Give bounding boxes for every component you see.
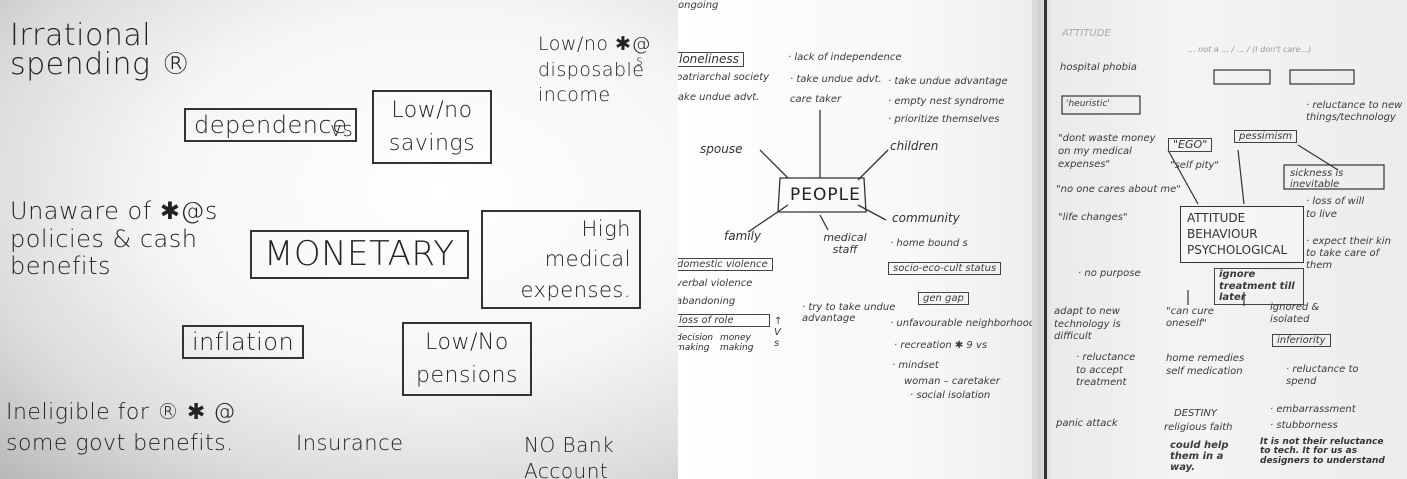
unaware-policies-note: Unaware of ✱@s policies & cash benefits [10, 198, 230, 281]
no-purpose-note: · no purpose [1078, 268, 1141, 279]
self-pity: "self pity" [1170, 160, 1219, 171]
low-disposable-income-note: Low/no ✱@ disposable income [538, 32, 658, 109]
take-undue-advantage: · take undue advantage [888, 76, 1008, 87]
woman-caretaker: woman – caretaker [904, 376, 1000, 387]
can-cure-oneself: "can cure oneself" [1166, 306, 1222, 330]
medical-staff-label: medical staff [822, 232, 868, 256]
reluctance-new-tech: · reluctance to new things/technology [1306, 100, 1406, 124]
top-note: ongoing [678, 0, 718, 11]
social-isolation: · social isolation [910, 390, 990, 401]
embarrassment-note: · embarrassment [1270, 404, 1356, 415]
community-label: community [892, 212, 960, 225]
socio-eco-status-box: socio-eco-cult status [888, 262, 1001, 275]
home-remedies-note: home remedies self medication [1166, 352, 1246, 378]
ineligible-govt-benefits-note: Ineligible for ® ✱ @ some govt benefits. [6, 398, 266, 460]
reluctance-spend-note: · reluctance to spend [1286, 364, 1376, 388]
psychological-title: PSYCHOLOGICAL [1187, 242, 1297, 258]
adapt-new-tech-note: adapt to new technology is difficult [1054, 306, 1144, 344]
abandoning: abandoning [678, 296, 735, 307]
people-mindmap-panel: ongoing loneliness patriarchal society t… [678, 0, 1032, 479]
unfavourable-neighborhood: · unfavourable neighborhood [890, 318, 1032, 329]
take-undue-advt-left: take undue advt. [678, 92, 759, 103]
not-their-reluctance-note: It is not their reluctance to tech. It f… [1260, 438, 1394, 466]
mindset-note: · mindset [892, 360, 939, 371]
ignored-isolated: ignored & isolated [1270, 302, 1334, 326]
recreation-note: · recreation ✱ 9 vs [894, 340, 987, 351]
no-bank-account-note: NO Bank Account [524, 432, 644, 479]
decision-making: decision making [678, 334, 716, 354]
lack-of-independence: · lack of independence [788, 52, 902, 63]
vs-label: vs [330, 118, 353, 140]
heuristic-box: 'heuristic' [1066, 100, 1110, 110]
domestic-violence-box: domestic violence [678, 258, 773, 271]
inferiority-box: inferiority [1272, 334, 1331, 347]
empty-nest-syndrome: · empty nest syndrome [888, 96, 1004, 107]
patriarchal-society: patriarchal society [678, 72, 769, 83]
monetary-sketch-panel: Irrational spending ® dependence vs Low/… [0, 0, 678, 479]
low-no-savings-box: Low/no savings [372, 90, 492, 164]
verbal-violence: verbal violence [678, 278, 752, 289]
stubborness-note: · stubborness [1270, 420, 1338, 431]
try-to-take-note: · try to take undue advantage [802, 302, 902, 324]
monetary-central-box: MONETARY [250, 230, 469, 279]
attitude-sketch-panel: ATTITUDE ... not a ... / ... / (I don't … [1038, 0, 1407, 479]
life-changes-note: "life changes" [1058, 212, 1128, 223]
gen-gap-box: gen gap [918, 292, 969, 305]
family-label: family [724, 230, 761, 243]
could-help-note: could help them in a way. [1170, 440, 1234, 473]
faint-top-note: ... not a ... / ... / (I don't care...) [1188, 46, 1311, 55]
reluctance-accept-note: · reluctance to accept treatment [1076, 352, 1146, 390]
care-taker: care taker [790, 94, 841, 105]
ignore-treatment-box: ignore treatment till later [1214, 268, 1304, 305]
loss-of-role-box: loss of role [678, 314, 770, 327]
hospital-phobia: hospital phobia [1060, 62, 1137, 73]
arrows-vs-mark: ↑ V s [774, 316, 788, 349]
attitude-central-box: ATTITUDE BEHAVIOUR PSYCHOLOGICAL [1180, 206, 1304, 263]
high-medical-expenses-box: High medical expenses. [481, 210, 641, 309]
attitude-faint-header: ATTITUDE [1062, 28, 1111, 39]
religious-faith-note: religious faith [1164, 422, 1232, 433]
loss-of-will-note: · loss of will to live [1306, 196, 1376, 221]
no-one-cares-note: "no one cares about me" [1056, 184, 1181, 195]
ego-box: "EGO" [1168, 138, 1212, 152]
take-undue-advt-mid: · take undue advt. [790, 74, 882, 85]
behaviour-title: BEHAVIOUR [1187, 226, 1297, 242]
panic-attack-note: panic attack [1056, 418, 1118, 429]
spouse-label: spouse [700, 143, 742, 156]
expect-their-kin-note: · expect their kin to take care of them [1306, 236, 1402, 272]
sickness-inevitable-box: sickness is inevitable [1290, 168, 1386, 190]
dont-waste-money-note: "dont waste money on my medical expenses… [1058, 132, 1168, 171]
money-making: money making [720, 334, 760, 354]
homebound-note: · home bound s [890, 238, 968, 249]
attitude-title: ATTITUDE [1187, 210, 1297, 226]
inflation-box: inflation [182, 325, 304, 359]
destiny-note: DESTINY [1174, 408, 1217, 419]
loneliness-box: loneliness [678, 52, 744, 67]
low-no-pensions-box: Low/No pensions [402, 322, 532, 396]
pessimism-box: pessimism [1234, 130, 1297, 143]
photo-edge-line [1044, 0, 1047, 479]
insurance-note: Insurance [296, 432, 404, 455]
people-central-node: PEOPLE [790, 186, 861, 205]
prioritize-themselves: · prioritize themselves [888, 114, 999, 125]
children-label: children [890, 140, 938, 153]
s-mark: s [636, 55, 643, 69]
irrational-spending-note: Irrational spending ® [10, 22, 200, 79]
